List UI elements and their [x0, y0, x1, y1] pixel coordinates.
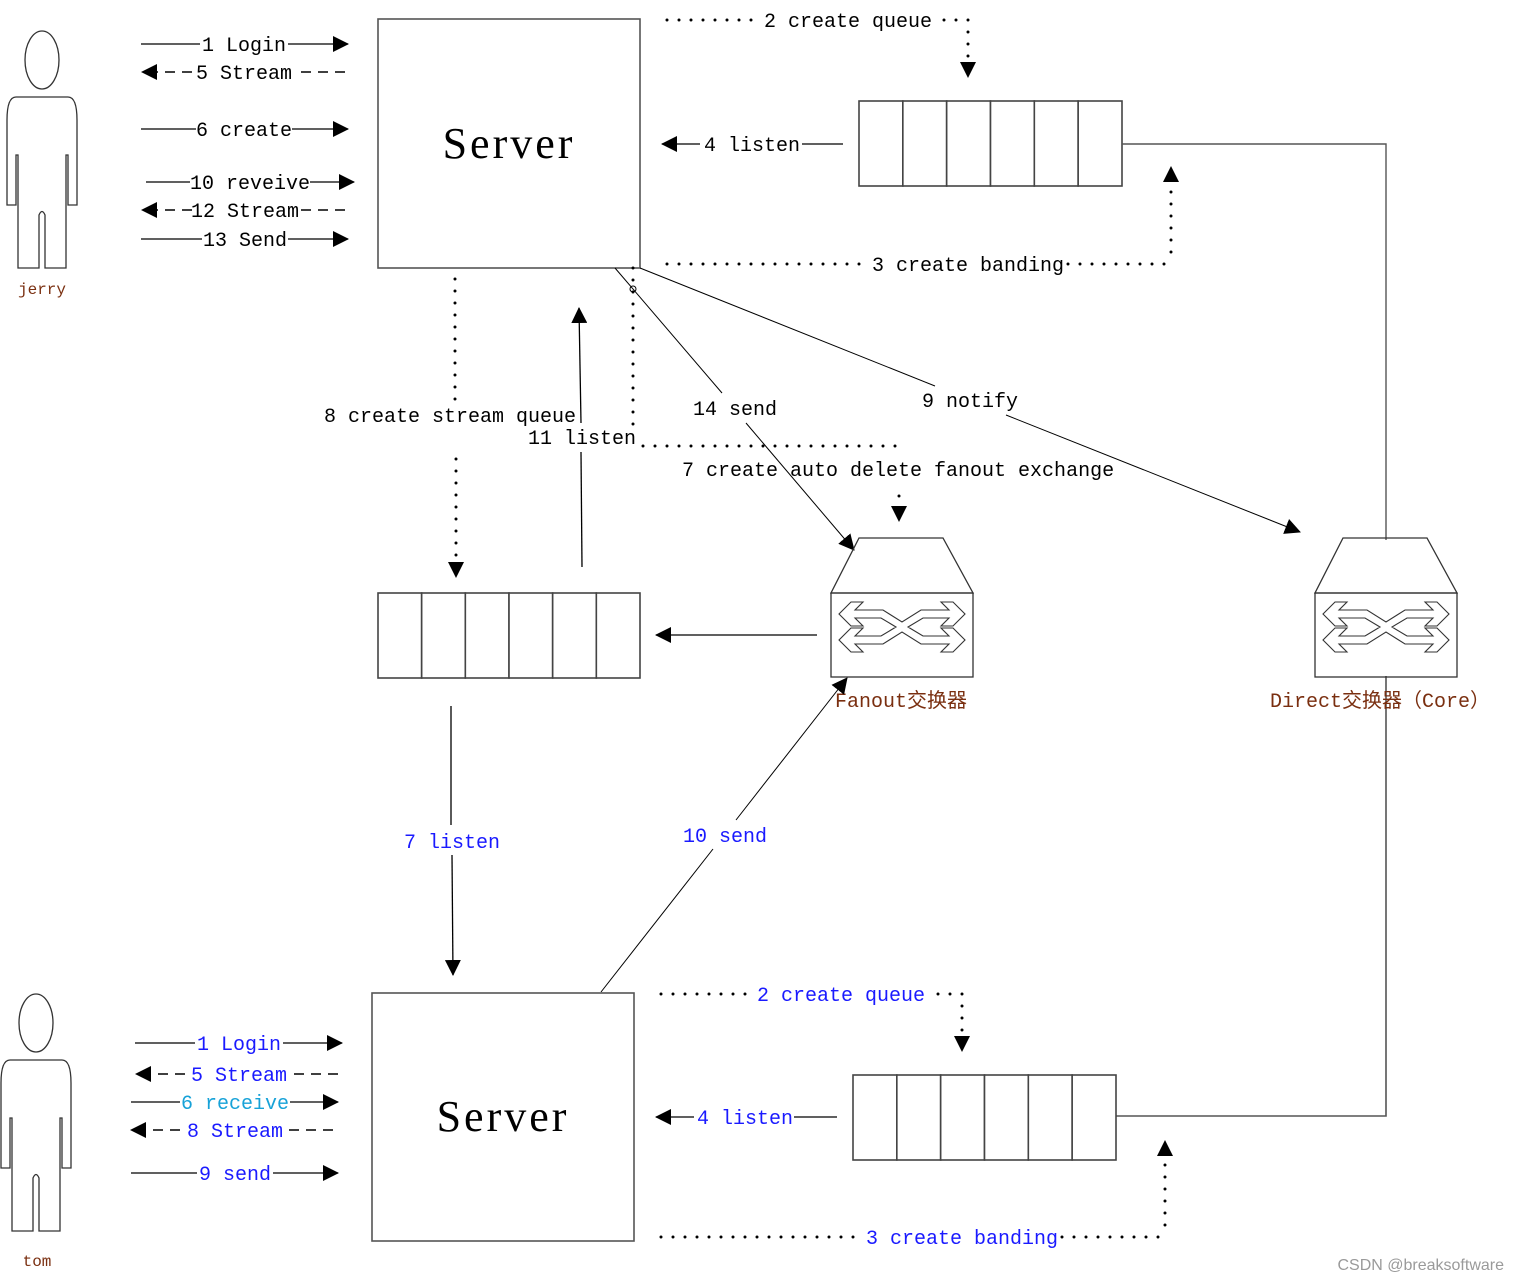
create-stream-queue: 8 create stream queue	[324, 277, 576, 578]
label-notify-9: 9 notify	[922, 391, 1018, 414]
server-bottom: Server	[371, 992, 635, 1242]
queue-cell	[377, 592, 423, 679]
top-create-queue: 2 create queue	[665, 11, 976, 78]
actor-tom-label: tom	[23, 1253, 52, 1271]
label-create-6: 6 create	[196, 120, 292, 143]
queue-cell	[1071, 1074, 1117, 1161]
tom-label-receive-6: 6 receive	[181, 1093, 289, 1116]
label-stream-5: 5 Stream	[196, 63, 292, 86]
bottom-create-binding: 3 create banding	[659, 1140, 1173, 1251]
tom-arrows: 1 Login 5 Stream 6 receive 8 Stream 9 se…	[130, 1031, 343, 1187]
server-bottom-label: Server	[437, 1092, 570, 1141]
queue-cell	[420, 592, 467, 679]
actor-jerry: jerry	[6, 30, 78, 299]
queue-cell	[1033, 100, 1079, 187]
switch-icon	[830, 592, 974, 678]
queue-bottom	[852, 1074, 1117, 1161]
queue-stream	[377, 592, 641, 679]
label-reveive-10: 10 reveive	[190, 173, 310, 196]
queue-cell	[595, 592, 641, 679]
queue-cell	[508, 592, 554, 679]
queue-cell	[983, 1074, 1030, 1161]
watermark: CSDN @breaksoftware	[1337, 1257, 1504, 1274]
label-login: 1 Login	[202, 35, 286, 58]
server-top-label: Server	[443, 119, 576, 168]
direct-exchange-label: Direct交换器（Core）	[1270, 689, 1490, 714]
tom-label-send-9: 9 send	[199, 1164, 271, 1187]
direct-exchange	[1313, 537, 1459, 678]
connector-direct-bottom-queue	[1116, 676, 1387, 1117]
create-fanout-exchange: 7 create auto delete fanout exchange	[629, 266, 1114, 522]
queue-cell	[551, 592, 598, 679]
send-10: 10 send	[600, 677, 848, 993]
label-bottom-create-queue: 2 create queue	[757, 985, 925, 1008]
listen-7: 7 listen	[404, 706, 500, 976]
bottom-create-queue: 2 create queue	[659, 985, 970, 1052]
send-14: 14 send	[614, 267, 855, 551]
queue-cell	[858, 100, 904, 187]
fanout-exchange-label: Fanout交换器	[835, 689, 967, 714]
label-bottom-create-binding: 3 create banding	[866, 1228, 1058, 1251]
label-listen-11: 11 listen	[528, 428, 636, 451]
queue-cell	[1077, 100, 1123, 187]
queue-cell	[989, 100, 1036, 187]
label-create-fanout: 7 create auto delete fanout exchange	[682, 460, 1114, 483]
notify-9: 9 notify	[639, 267, 1301, 534]
top-create-binding: 3 create banding	[665, 166, 1179, 278]
label-top-create-queue: 2 create queue	[764, 11, 932, 34]
label-listen-7: 7 listen	[404, 832, 500, 855]
crossing-arrows-icon	[1322, 601, 1450, 653]
actor-jerry-label: jerry	[18, 281, 66, 299]
listen-11: 11 listen	[528, 307, 636, 568]
label-bottom-listen: 4 listen	[697, 1108, 793, 1131]
person-icon	[0, 993, 72, 1232]
label-stream-12: 12 Stream	[191, 201, 299, 224]
top-listen: 4 listen	[661, 131, 843, 158]
fanout-exchange	[829, 537, 975, 678]
queue-cell	[945, 100, 992, 187]
switch-icon	[1314, 592, 1458, 678]
tom-label-stream-8: 8 Stream	[187, 1121, 283, 1144]
tom-label-login: 1 Login	[197, 1034, 281, 1057]
actor-tom: tom	[0, 993, 72, 1271]
queue-cell	[1027, 1074, 1073, 1161]
label-top-create-binding: 3 create banding	[872, 255, 1064, 278]
person-icon	[6, 30, 78, 269]
bottom-listen: 4 listen	[655, 1104, 837, 1131]
queue-top	[858, 100, 1123, 187]
crossing-arrows-icon	[838, 601, 966, 653]
queue-cell	[939, 1074, 986, 1161]
queue-cell	[896, 1074, 942, 1161]
server-top: Server	[377, 18, 641, 269]
queue-cell	[852, 1074, 898, 1161]
label-send-10: 10 send	[683, 826, 767, 849]
label-send-14: 14 send	[693, 399, 777, 422]
label-top-listen: 4 listen	[704, 135, 800, 158]
queue-cell	[902, 100, 948, 187]
tom-label-stream-5: 5 Stream	[191, 1065, 287, 1088]
queue-cell	[464, 592, 510, 679]
label-send-13: 13 Send	[203, 230, 287, 253]
connector-top-queue-direct	[1122, 143, 1387, 540]
label-create-stream-queue: 8 create stream queue	[324, 406, 576, 429]
jerry-arrows: 1 Login 5 Stream 6 create 10 reveive 12 …	[141, 32, 355, 253]
